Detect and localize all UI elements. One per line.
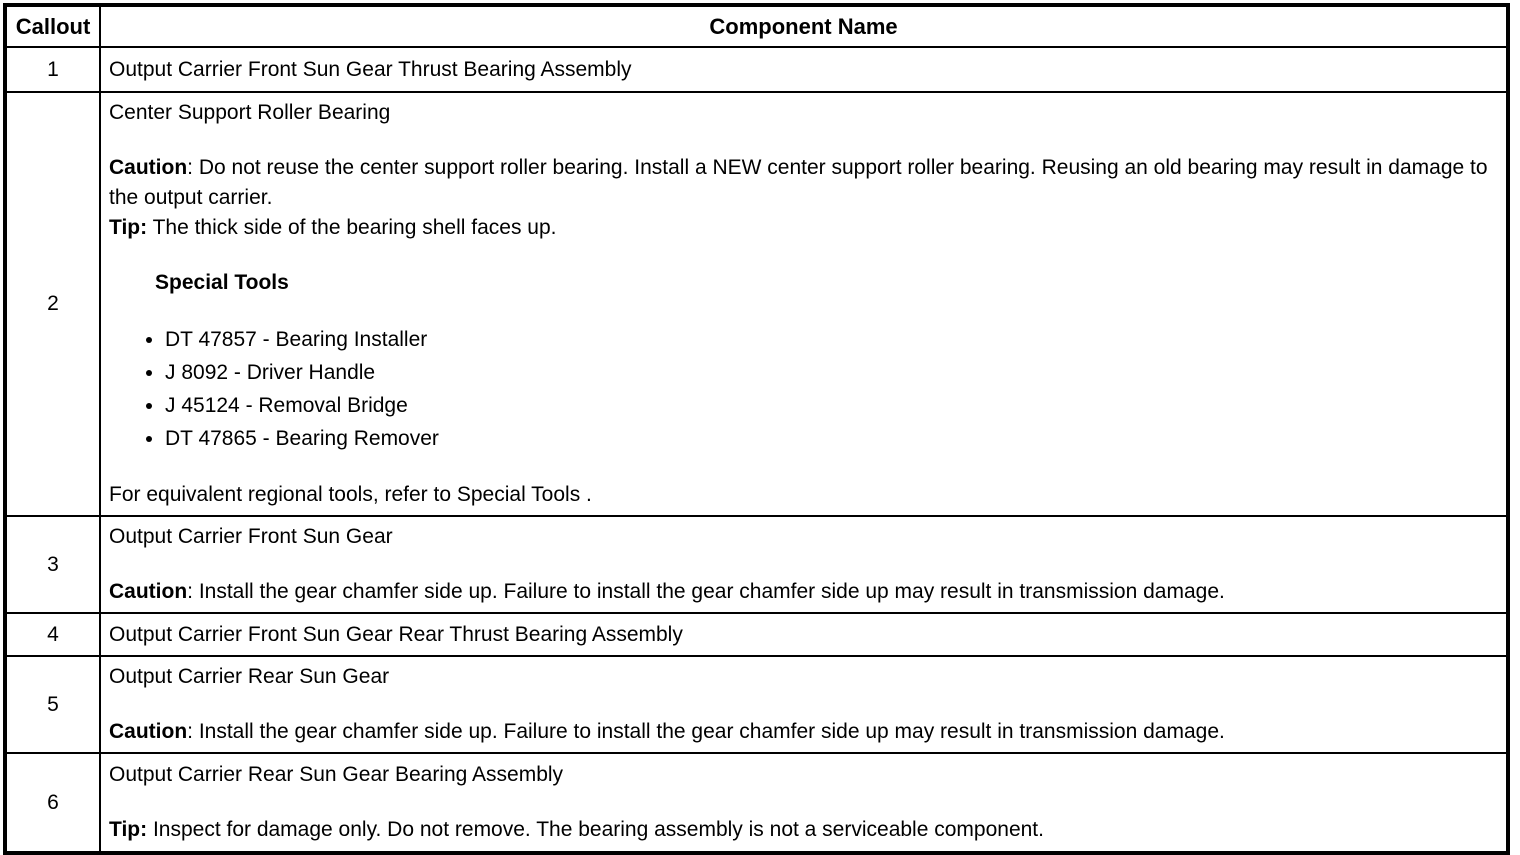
special-tools-list: DT 47857 - Bearing Installer J 8092 - Dr… <box>109 323 1498 455</box>
special-tools-heading: Special Tools <box>155 271 289 294</box>
component-cell: Center Support Roller Bearing Caution: D… <box>99 91 1509 517</box>
component-name-text: Output Carrier Rear Sun Gear Bearing Ass… <box>109 763 564 786</box>
caution-note: Caution: Do not reuse the center support… <box>109 153 1498 213</box>
table-row: 5 Output Carrier Rear Sun Gear Caution: … <box>4 655 1509 754</box>
caution-note: Caution: Install the gear chamfer side u… <box>109 717 1498 747</box>
header-component-name: Component Name <box>99 4 1509 48</box>
tip-note: Tip: Inspect for damage only. Do not rem… <box>109 815 1498 845</box>
component-cell: Output Carrier Front Sun Gear Thrust Bea… <box>99 46 1509 93</box>
caution-text: Install the gear chamfer side up. Failur… <box>193 580 1225 603</box>
tip-text: Inspect for damage only. Do not remove. … <box>147 818 1044 841</box>
regional-tools-note: For equivalent regional tools, refer to … <box>109 483 592 506</box>
table-row: 2 Center Support Roller Bearing Caution:… <box>4 91 1509 517</box>
component-cell: Output Carrier Front Sun Gear Caution: I… <box>99 515 1509 614</box>
component-cell: Output Carrier Rear Sun Gear Bearing Ass… <box>99 752 1509 854</box>
callout-number: 4 <box>4 612 101 657</box>
component-name-text: Center Support Roller Bearing <box>109 101 391 124</box>
component-name-text: Output Carrier Rear Sun Gear <box>109 665 390 688</box>
tip-text: The thick side of the bearing shell face… <box>147 216 557 239</box>
list-item: DT 47857 - Bearing Installer <box>165 323 1498 356</box>
table-header-row: Callout Component Name <box>4 4 1509 48</box>
table-row: 1 Output Carrier Front Sun Gear Thrust B… <box>4 46 1509 93</box>
tip-label: Tip: <box>109 818 148 841</box>
tip-note: Tip: The thick side of the bearing shell… <box>109 213 1498 243</box>
callout-number: 5 <box>4 655 101 754</box>
caution-label: Caution <box>109 156 188 179</box>
table-row: 6 Output Carrier Rear Sun Gear Bearing A… <box>4 752 1509 854</box>
list-item: J 45124 - Removal Bridge <box>165 389 1498 422</box>
callout-component-table: Callout Component Name 1 Output Carrier … <box>3 3 1510 855</box>
component-name-text: Output Carrier Front Sun Gear Thrust Bea… <box>109 57 632 81</box>
caution-label: Caution <box>109 580 188 603</box>
list-item: J 8092 - Driver Handle <box>165 356 1498 389</box>
caution-label: Caution <box>109 720 188 743</box>
table-row: 3 Output Carrier Front Sun Gear Caution:… <box>4 515 1509 614</box>
caution-colon: : <box>187 156 193 179</box>
caution-note: Caution: Install the gear chamfer side u… <box>109 577 1498 607</box>
component-name-text: Output Carrier Front Sun Gear Rear Thrus… <box>109 622 683 646</box>
caution-text: Do not reuse the center support roller b… <box>109 156 1488 209</box>
component-name-text: Output Carrier Front Sun Gear <box>109 525 393 548</box>
header-callout: Callout <box>4 4 101 48</box>
caution-text: Install the gear chamfer side up. Failur… <box>193 720 1225 743</box>
callout-number: 1 <box>4 46 101 93</box>
caution-colon: : <box>187 720 193 743</box>
callout-number: 6 <box>4 752 101 854</box>
caution-colon: : <box>187 580 193 603</box>
tip-label: Tip: <box>109 216 148 239</box>
table-row: 4 Output Carrier Front Sun Gear Rear Thr… <box>4 612 1509 657</box>
component-cell: Output Carrier Rear Sun Gear Caution: In… <box>99 655 1509 754</box>
callout-number: 2 <box>4 91 101 517</box>
callout-number: 3 <box>4 515 101 614</box>
component-cell: Output Carrier Front Sun Gear Rear Thrus… <box>99 612 1509 657</box>
list-item: DT 47865 - Bearing Remover <box>165 422 1498 455</box>
